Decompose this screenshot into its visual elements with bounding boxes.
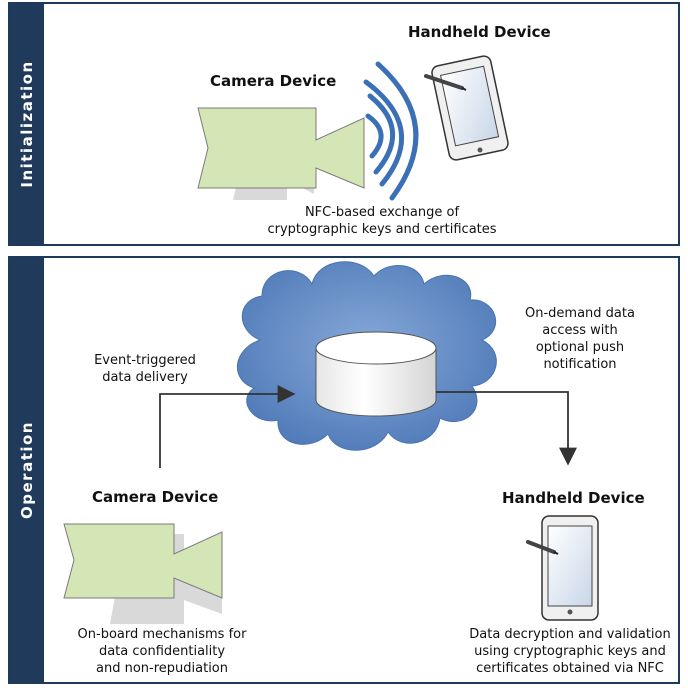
op-handheld-icon: [526, 515, 599, 621]
initialization-panel: Initialization: [8, 2, 680, 246]
nfc-exchange-text: NFC-based exchange of cryptographic keys…: [262, 204, 502, 238]
data-access-line-4: notification: [543, 357, 617, 372]
init-handheld-label: Handheld Device: [408, 23, 551, 41]
op-camera-label: Camera Device: [92, 488, 219, 506]
decryption-line-2: using cryptographic keys and: [474, 644, 666, 659]
data-access-line-1: On-demand data: [525, 306, 635, 321]
data-access-line-3: optional push: [535, 340, 625, 355]
init-handheld-icon: [424, 55, 509, 161]
init-camera-label: Camera Device: [210, 72, 337, 90]
camera-mechanisms-line-1: On-board mechanisms for: [77, 627, 247, 642]
camera-mechanisms-text: On-board mechanisms for data confidentia…: [62, 626, 262, 677]
data-access-line-2: access with: [542, 323, 618, 338]
camera-mechanisms-line-2: data confidentiality: [98, 644, 226, 659]
event-delivery-text: Event-triggered data delivery: [80, 352, 210, 386]
event-delivery-line-1: Event-triggered: [94, 353, 196, 368]
camera-mechanisms-line-3: and non-repudiation: [96, 661, 228, 676]
nfc-waves-icon: [363, 61, 419, 201]
cloud-storage-label: Cloud Storage: [318, 452, 430, 468]
nfc-exchange-line-1: NFC-based exchange of: [304, 205, 460, 220]
event-delivery-line-2: data delivery: [102, 370, 188, 385]
init-camera-icon: [197, 107, 365, 200]
operation-sidebar: Operation: [10, 258, 44, 682]
decryption-text: Data decryption and validation using cry…: [466, 626, 674, 677]
initialization-sidebar: Initialization: [10, 4, 44, 244]
decryption-line-1: Data decryption and validation: [469, 627, 671, 642]
event-delivery-arrow: [159, 385, 296, 468]
database-icon: [315, 331, 437, 417]
nfc-exchange-line-2: cryptographic keys and certificates: [267, 222, 497, 237]
data-access-text: On-demand data access with optional push…: [520, 305, 640, 373]
op-camera-icon: [63, 523, 223, 624]
op-handheld-label: Handheld Device: [502, 489, 645, 507]
data-access-arrow: [436, 391, 577, 466]
decryption-line-3: certificates obtained via NFC: [476, 661, 664, 676]
